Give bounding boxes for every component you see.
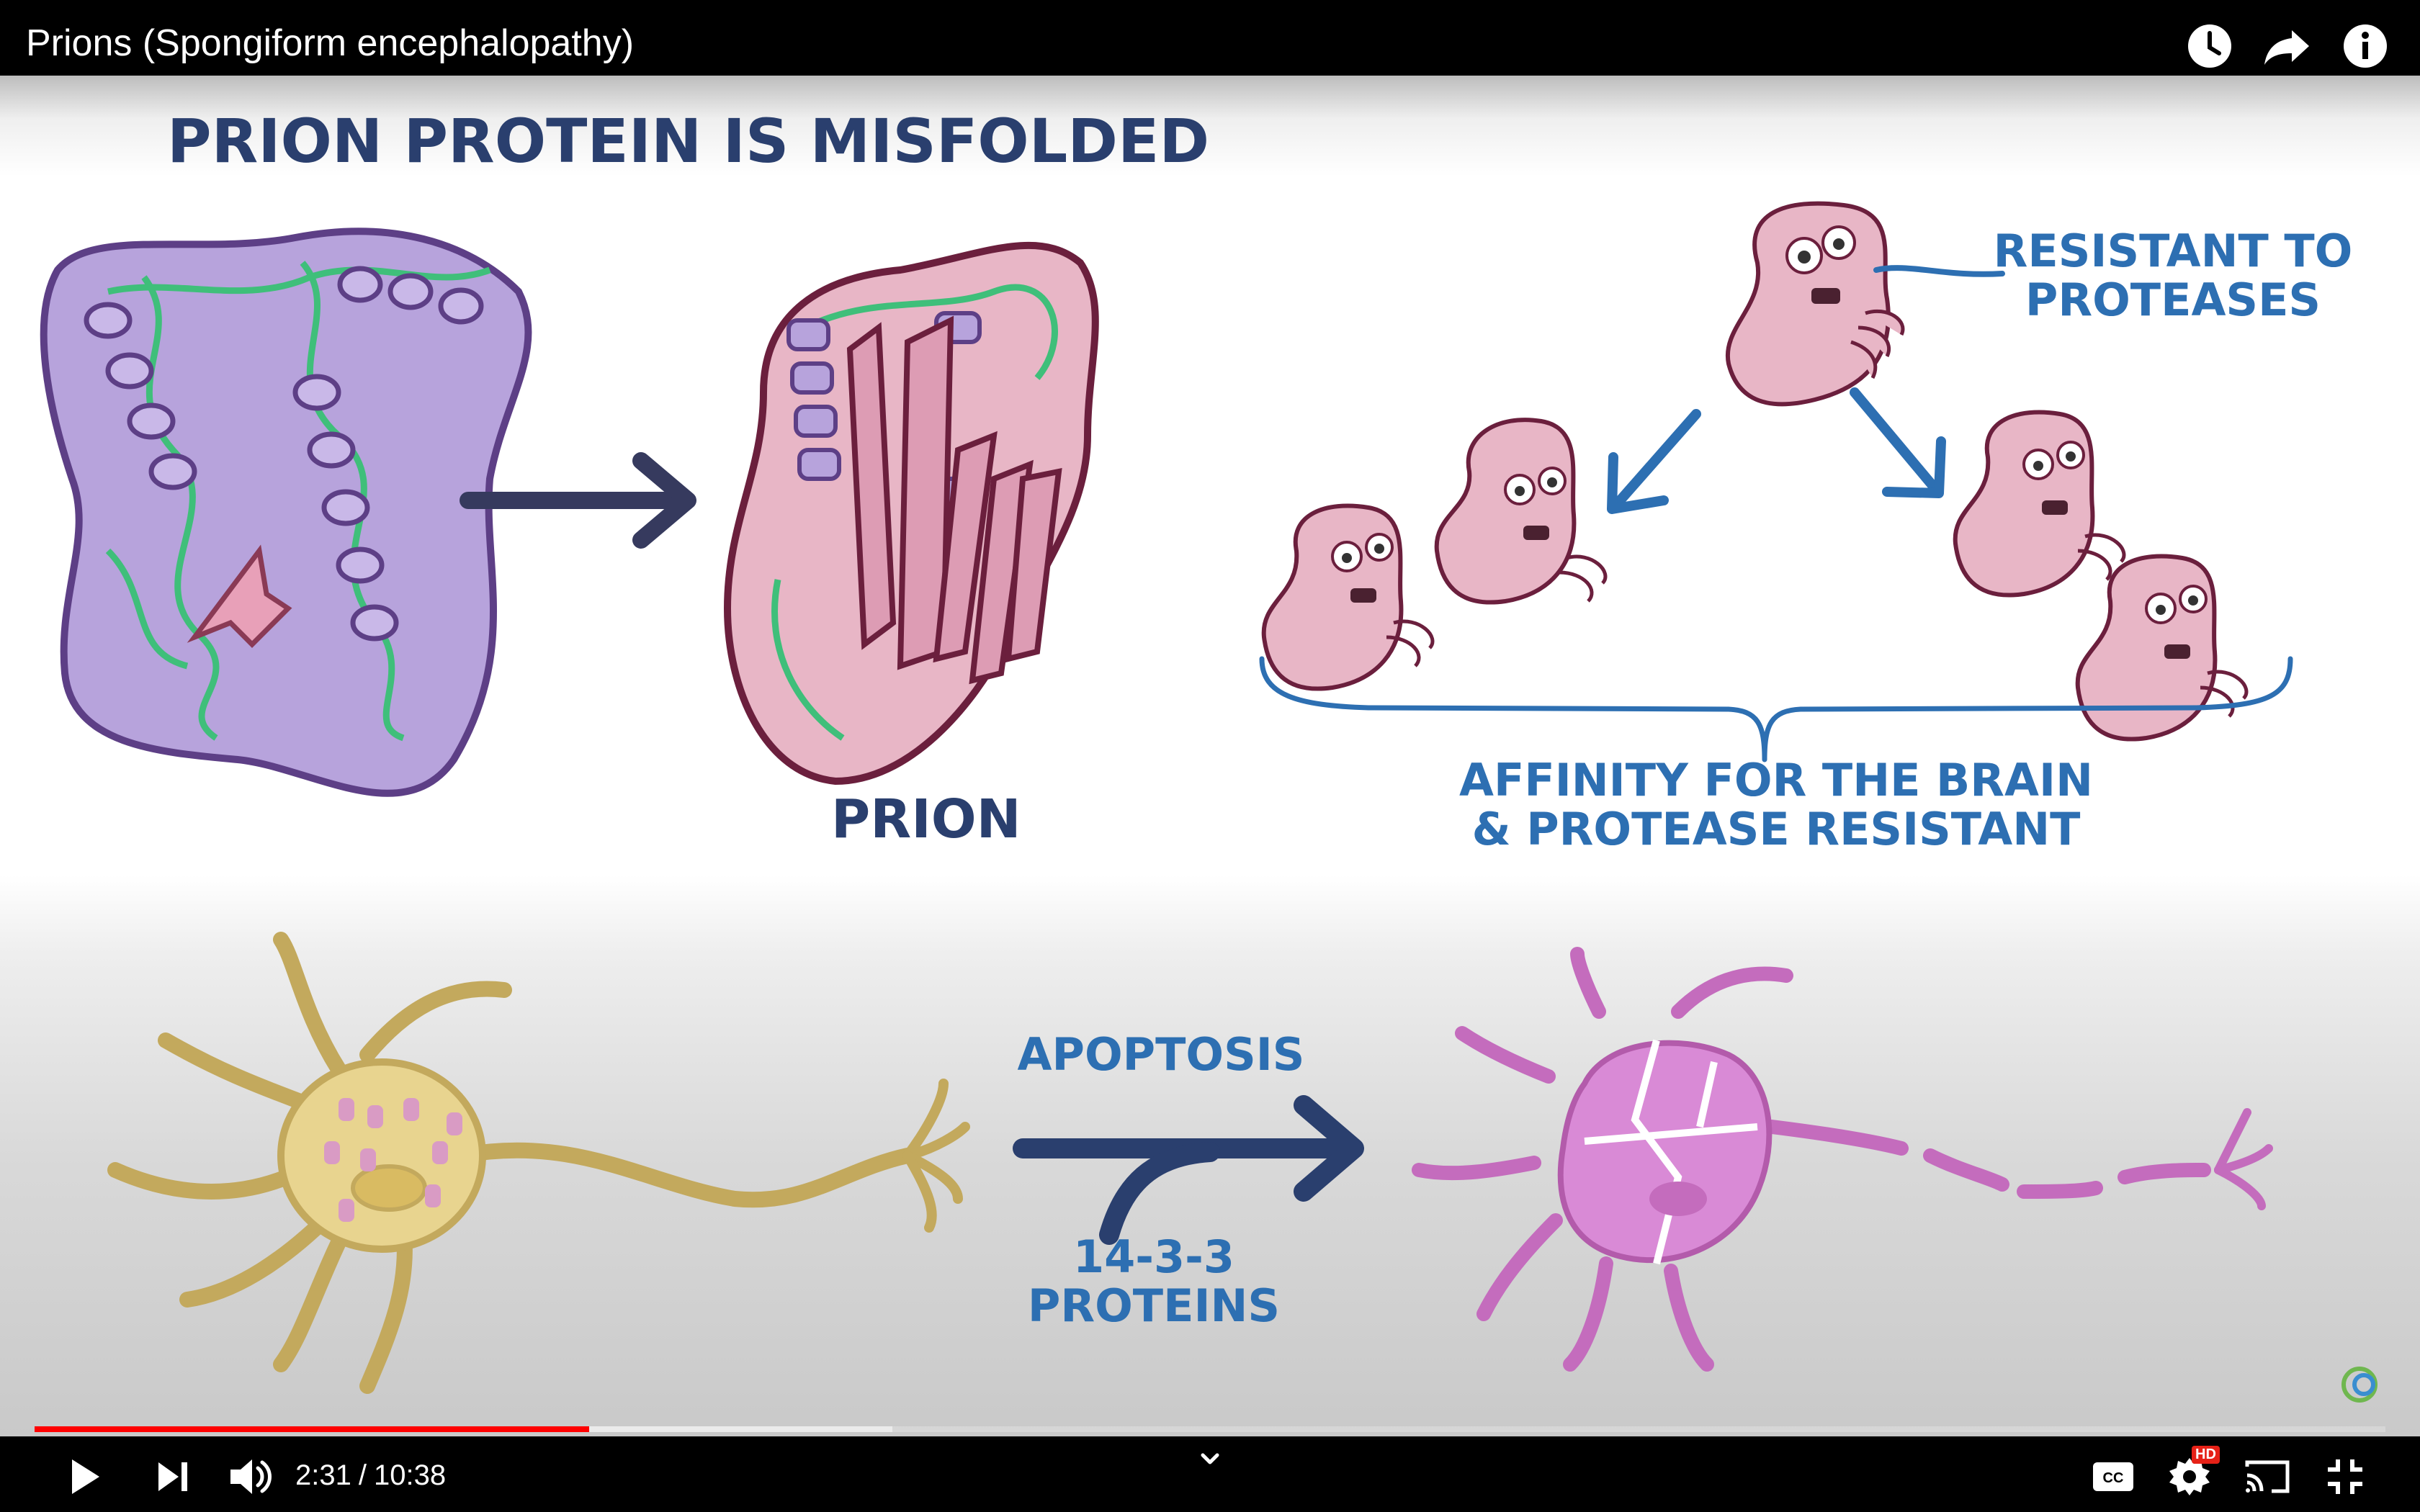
video-frame[interactable]: PRION PROTEIN IS MISFOLDED (0, 76, 2420, 1436)
resistant-label-line2: PROTEASES (2025, 274, 2321, 326)
prion-protein-drawing (723, 241, 1099, 786)
apoptosis-label: APOPTOSIS (1018, 1028, 1305, 1081)
apoptotic-neuron-drawing (1412, 947, 2273, 1372)
proteins-label-line1: 14-3-3 (1073, 1230, 1234, 1283)
progress-played (35, 1426, 590, 1432)
cast-icon[interactable] (2241, 1451, 2293, 1503)
next-icon[interactable] (147, 1451, 199, 1503)
conversion-arrow (460, 452, 696, 549)
prion-character-4 (2075, 554, 2249, 742)
heading-text: PRION PROTEIN IS MISFOLDED (167, 106, 1209, 176)
volume-icon[interactable] (223, 1451, 275, 1503)
prion-character-1 (1261, 503, 1435, 691)
captions-icon[interactable]: CC (2087, 1451, 2139, 1503)
control-bar: 2:31/10:38 CC HD (0, 1436, 2420, 1512)
normal-protein-drawing (40, 228, 532, 797)
time-separator: / (358, 1459, 367, 1491)
prion-character-3 (1953, 410, 2126, 598)
svg-text:CC: CC (2103, 1470, 2124, 1486)
watch-later-icon[interactable] (2181, 17, 2238, 75)
affinity-label-line2: & PROTEASE RESISTANT (1472, 803, 2081, 855)
chevron-down-icon[interactable] (1184, 1444, 1236, 1478)
progress-bar[interactable] (35, 1426, 2385, 1432)
healthy-neuron-drawing (107, 932, 970, 1394)
apoptosis-arrow (1013, 1095, 1364, 1245)
current-time: 2:31 (295, 1459, 351, 1491)
prion-illustration: PRION PROTEIN IS MISFOLDED (40, 106, 2378, 1403)
channel-logo-icon (2341, 1367, 2378, 1403)
prion-label: PRION (831, 788, 1021, 850)
exit-fullscreen-icon[interactable] (2319, 1451, 2371, 1503)
hd-badge: HD (2192, 1446, 2220, 1464)
prion-character-2 (1434, 418, 1608, 605)
replication-arrows (1607, 387, 1946, 514)
proteins-label-line2: PROTEINS (1028, 1279, 1280, 1332)
prion-character-top (1725, 201, 1905, 407)
video-title[interactable]: Prions (Spongiform encephalopathy) (26, 22, 635, 64)
affinity-label-line1: AFFINITY FOR THE BRAIN (1459, 754, 2093, 806)
share-icon[interactable] (2259, 17, 2316, 75)
duration: 10:38 (373, 1459, 447, 1491)
title-bar: Prions (Spongiform encephalopathy) (0, 0, 2420, 76)
info-icon[interactable] (2336, 17, 2394, 75)
grouping-brace (1259, 656, 2293, 762)
play-icon[interactable] (58, 1451, 109, 1503)
settings-icon[interactable] (2164, 1451, 2215, 1503)
resistant-label-line1: RESISTANT TO (1994, 225, 2353, 277)
time-display: 2:31/10:38 (295, 1457, 446, 1494)
resistant-pointer-line (1873, 265, 2005, 277)
